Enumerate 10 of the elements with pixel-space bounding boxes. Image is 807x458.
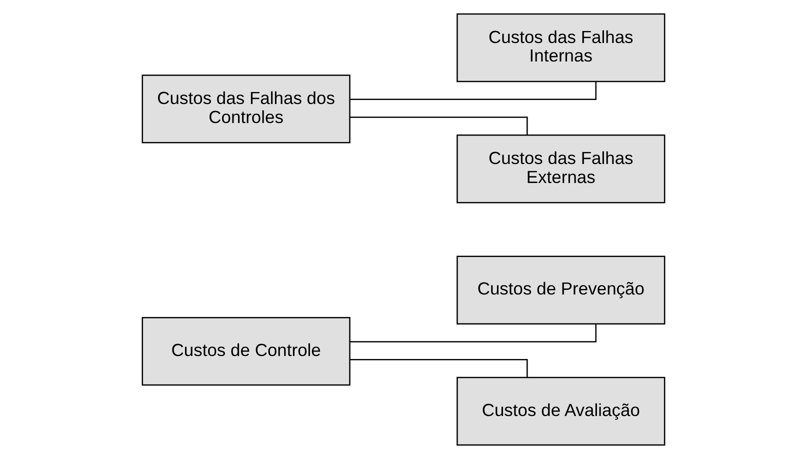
- connector: [350, 81, 597, 100]
- connector: [350, 324, 597, 342]
- node-box: Custos das Falhas Internas: [456, 12, 666, 82]
- connector: [350, 116, 528, 134]
- connector: [350, 358, 528, 377]
- node-box: Custos de Prevenção: [456, 255, 666, 324]
- node-box: Custos de Controle: [142, 316, 350, 386]
- node-box: Custos de Avaliação: [456, 376, 666, 446]
- node-box: Custos das Falhas Externas: [456, 134, 666, 203]
- node-box: Custos das Falhas dos Controles: [142, 74, 350, 143]
